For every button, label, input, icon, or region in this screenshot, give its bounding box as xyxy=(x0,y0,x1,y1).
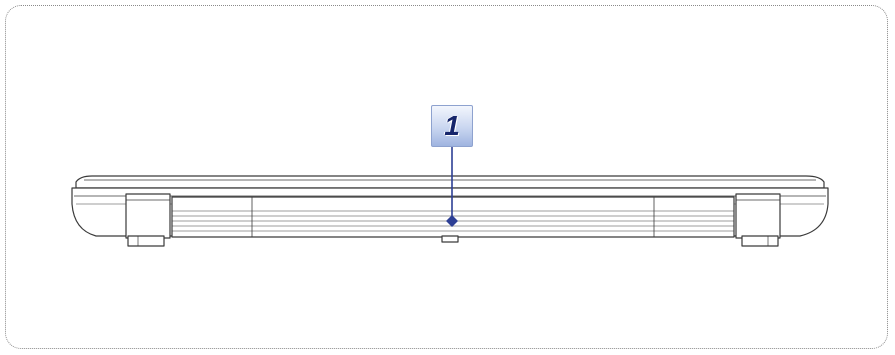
right-hinge xyxy=(735,193,781,239)
battery-panel xyxy=(171,196,735,238)
callout-pointer-dot xyxy=(446,215,458,227)
callout-badge-1: 1 xyxy=(431,105,473,147)
left-foot xyxy=(127,235,165,247)
callout-number: 1 xyxy=(444,110,460,141)
dotted-frame xyxy=(5,5,888,349)
right-foot xyxy=(741,235,779,247)
laptop-lid xyxy=(75,175,825,189)
left-hinge xyxy=(125,193,171,239)
center-latch xyxy=(441,235,459,243)
